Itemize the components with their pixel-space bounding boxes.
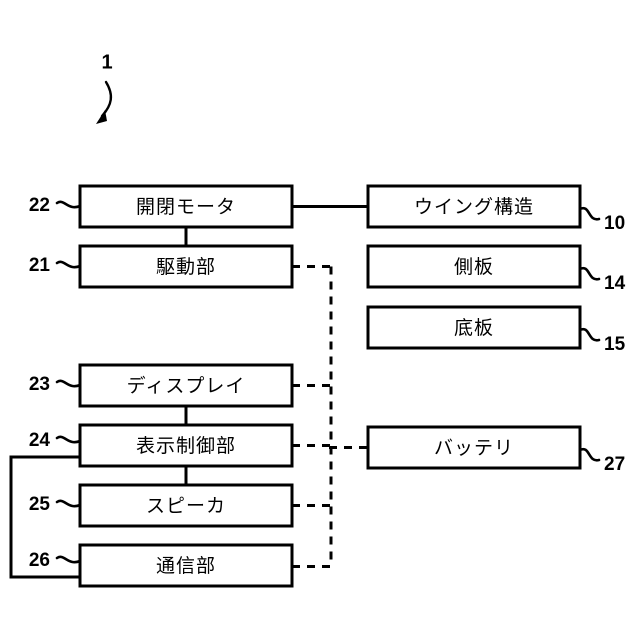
block-kudoubu[interactable]: 駆動部 21 [29, 244, 294, 289]
leader-line-15 [578, 327, 601, 342]
block-teiban-label: 底板 [454, 317, 494, 339]
block-battery[interactable]: バッテリ 27 [366, 425, 625, 475]
block-speaker[interactable]: スピーカ 25 [29, 483, 294, 528]
block-tsuushinbu-rect[interactable] [78, 543, 294, 588]
leader-line-22 [55, 200, 82, 209]
right-column: ウイング構造 10 側板 14 底板 15 バッテリ 27 [366, 184, 626, 475]
block-kaihei-motor-rect[interactable] [78, 184, 294, 229]
leader-line-25 [55, 499, 82, 508]
leader-line-10 [578, 206, 601, 221]
leader-line-27 [578, 447, 601, 462]
block-tsuushinbu-label: 通信部 [156, 555, 216, 577]
block-sokuban-label: 側板 [454, 256, 494, 278]
block-tsuushinbu[interactable]: 通信部 26 [29, 543, 294, 588]
block-display-rect[interactable] [78, 363, 294, 408]
ref-number-15: 15 [604, 334, 626, 355]
ref-number-24: 24 [29, 430, 51, 451]
block-kaihei-motor-label: 開閉モータ [136, 196, 236, 218]
block-hyouji-seigyo-label: 表示制御部 [136, 435, 236, 457]
block-teiban[interactable]: 底板 15 [366, 305, 626, 355]
ref-number-23: 23 [29, 374, 50, 395]
ref-number-22: 22 [29, 195, 50, 216]
leader-line-24 [55, 435, 82, 444]
ref-number-25: 25 [29, 494, 51, 515]
block-kudoubu-label: 駆動部 [156, 256, 216, 278]
block-speaker-rect[interactable] [78, 483, 294, 528]
connector-seigyo-to-tsuushinbu [9, 455, 80, 579]
figure-callout: 1 [96, 51, 113, 124]
block-display-label: ディスプレイ [127, 375, 246, 397]
block-wing-structure[interactable]: ウイング構造 10 [366, 184, 625, 234]
block-hyouji-seigyo[interactable]: 表示制御部 24 [29, 423, 294, 468]
block-hyouji-seigyo-rect[interactable] [78, 423, 294, 468]
leader-line-23 [55, 379, 82, 388]
leader-line-21 [55, 260, 82, 269]
curved-arrow-icon [100, 80, 113, 118]
ref-number-26: 26 [29, 550, 50, 571]
block-kaihei-motor[interactable]: 開閉モータ 22 [29, 184, 294, 229]
block-battery-rect[interactable] [366, 425, 582, 470]
block-kudoubu-rect[interactable] [78, 244, 294, 289]
block-teiban-rect[interactable] [366, 305, 582, 350]
block-wing-structure-label: ウイング構造 [414, 196, 534, 218]
block-wing-structure-rect[interactable] [366, 184, 582, 229]
curved-arrow-head-icon [96, 110, 107, 124]
block-display[interactable]: ディスプレイ 23 [29, 363, 294, 408]
ref-number-21: 21 [29, 255, 51, 276]
connections-layer [9, 205, 368, 579]
leader-line-14 [578, 266, 601, 281]
figure-number: 1 [101, 51, 112, 73]
block-sokuban[interactable]: 側板 14 [366, 244, 626, 294]
left-column: 開閉モータ 22 駆動部 21 ディスプレイ 23 表示制御部 24 [29, 184, 294, 588]
ref-number-10: 10 [604, 213, 625, 234]
ref-number-27: 27 [604, 454, 625, 475]
block-battery-label: バッテリ [434, 438, 514, 459]
block-sokuban-rect[interactable] [366, 244, 582, 289]
block-speaker-label: スピーカ [146, 496, 226, 517]
ref-number-14: 14 [604, 273, 626, 294]
leader-line-26 [55, 555, 82, 564]
